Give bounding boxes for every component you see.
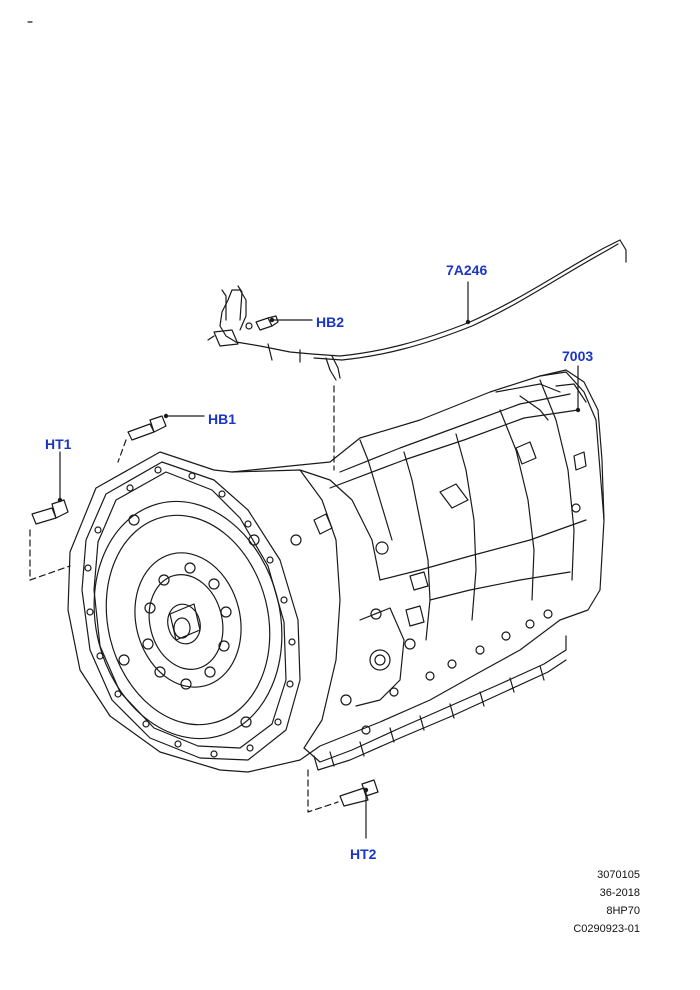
callout-dot-ht2 <box>363 787 369 793</box>
callout-7a246[interactable]: 7A246 <box>446 262 488 278</box>
bolt-hb1[interactable] <box>127 415 167 441</box>
ht1-dash-line <box>29 529 71 581</box>
ht2-dash-line <box>307 769 339 813</box>
callout-ht2[interactable]: HT2 <box>350 846 377 862</box>
bolt-ht1[interactable] <box>31 499 69 525</box>
transmission-assembly-7003[interactable] <box>67 369 605 773</box>
reference-line-4: C0290923-01 <box>573 923 640 935</box>
reference-line-3: 8HP70 <box>606 905 640 917</box>
callout-7003[interactable]: 7003 <box>562 348 594 364</box>
callout-dot-7003 <box>575 407 581 413</box>
reference-line-2: 36-2018 <box>599 887 640 899</box>
reference-line-1: 3070105 <box>597 869 640 881</box>
bolt-hb2[interactable] <box>245 315 279 331</box>
bolt-ht2[interactable] <box>339 779 379 807</box>
callout-dot-7a246 <box>465 319 471 325</box>
callout-hb1[interactable]: HB1 <box>208 411 237 427</box>
callout-dot-ht1 <box>57 497 63 503</box>
callout-dot-hb1 <box>163 413 169 419</box>
hb1-dash-line <box>117 439 127 463</box>
callout-hb2[interactable]: HB2 <box>316 314 345 330</box>
callout-dot-hb2 <box>269 317 275 323</box>
callout-ht1[interactable]: HT1 <box>45 436 72 452</box>
